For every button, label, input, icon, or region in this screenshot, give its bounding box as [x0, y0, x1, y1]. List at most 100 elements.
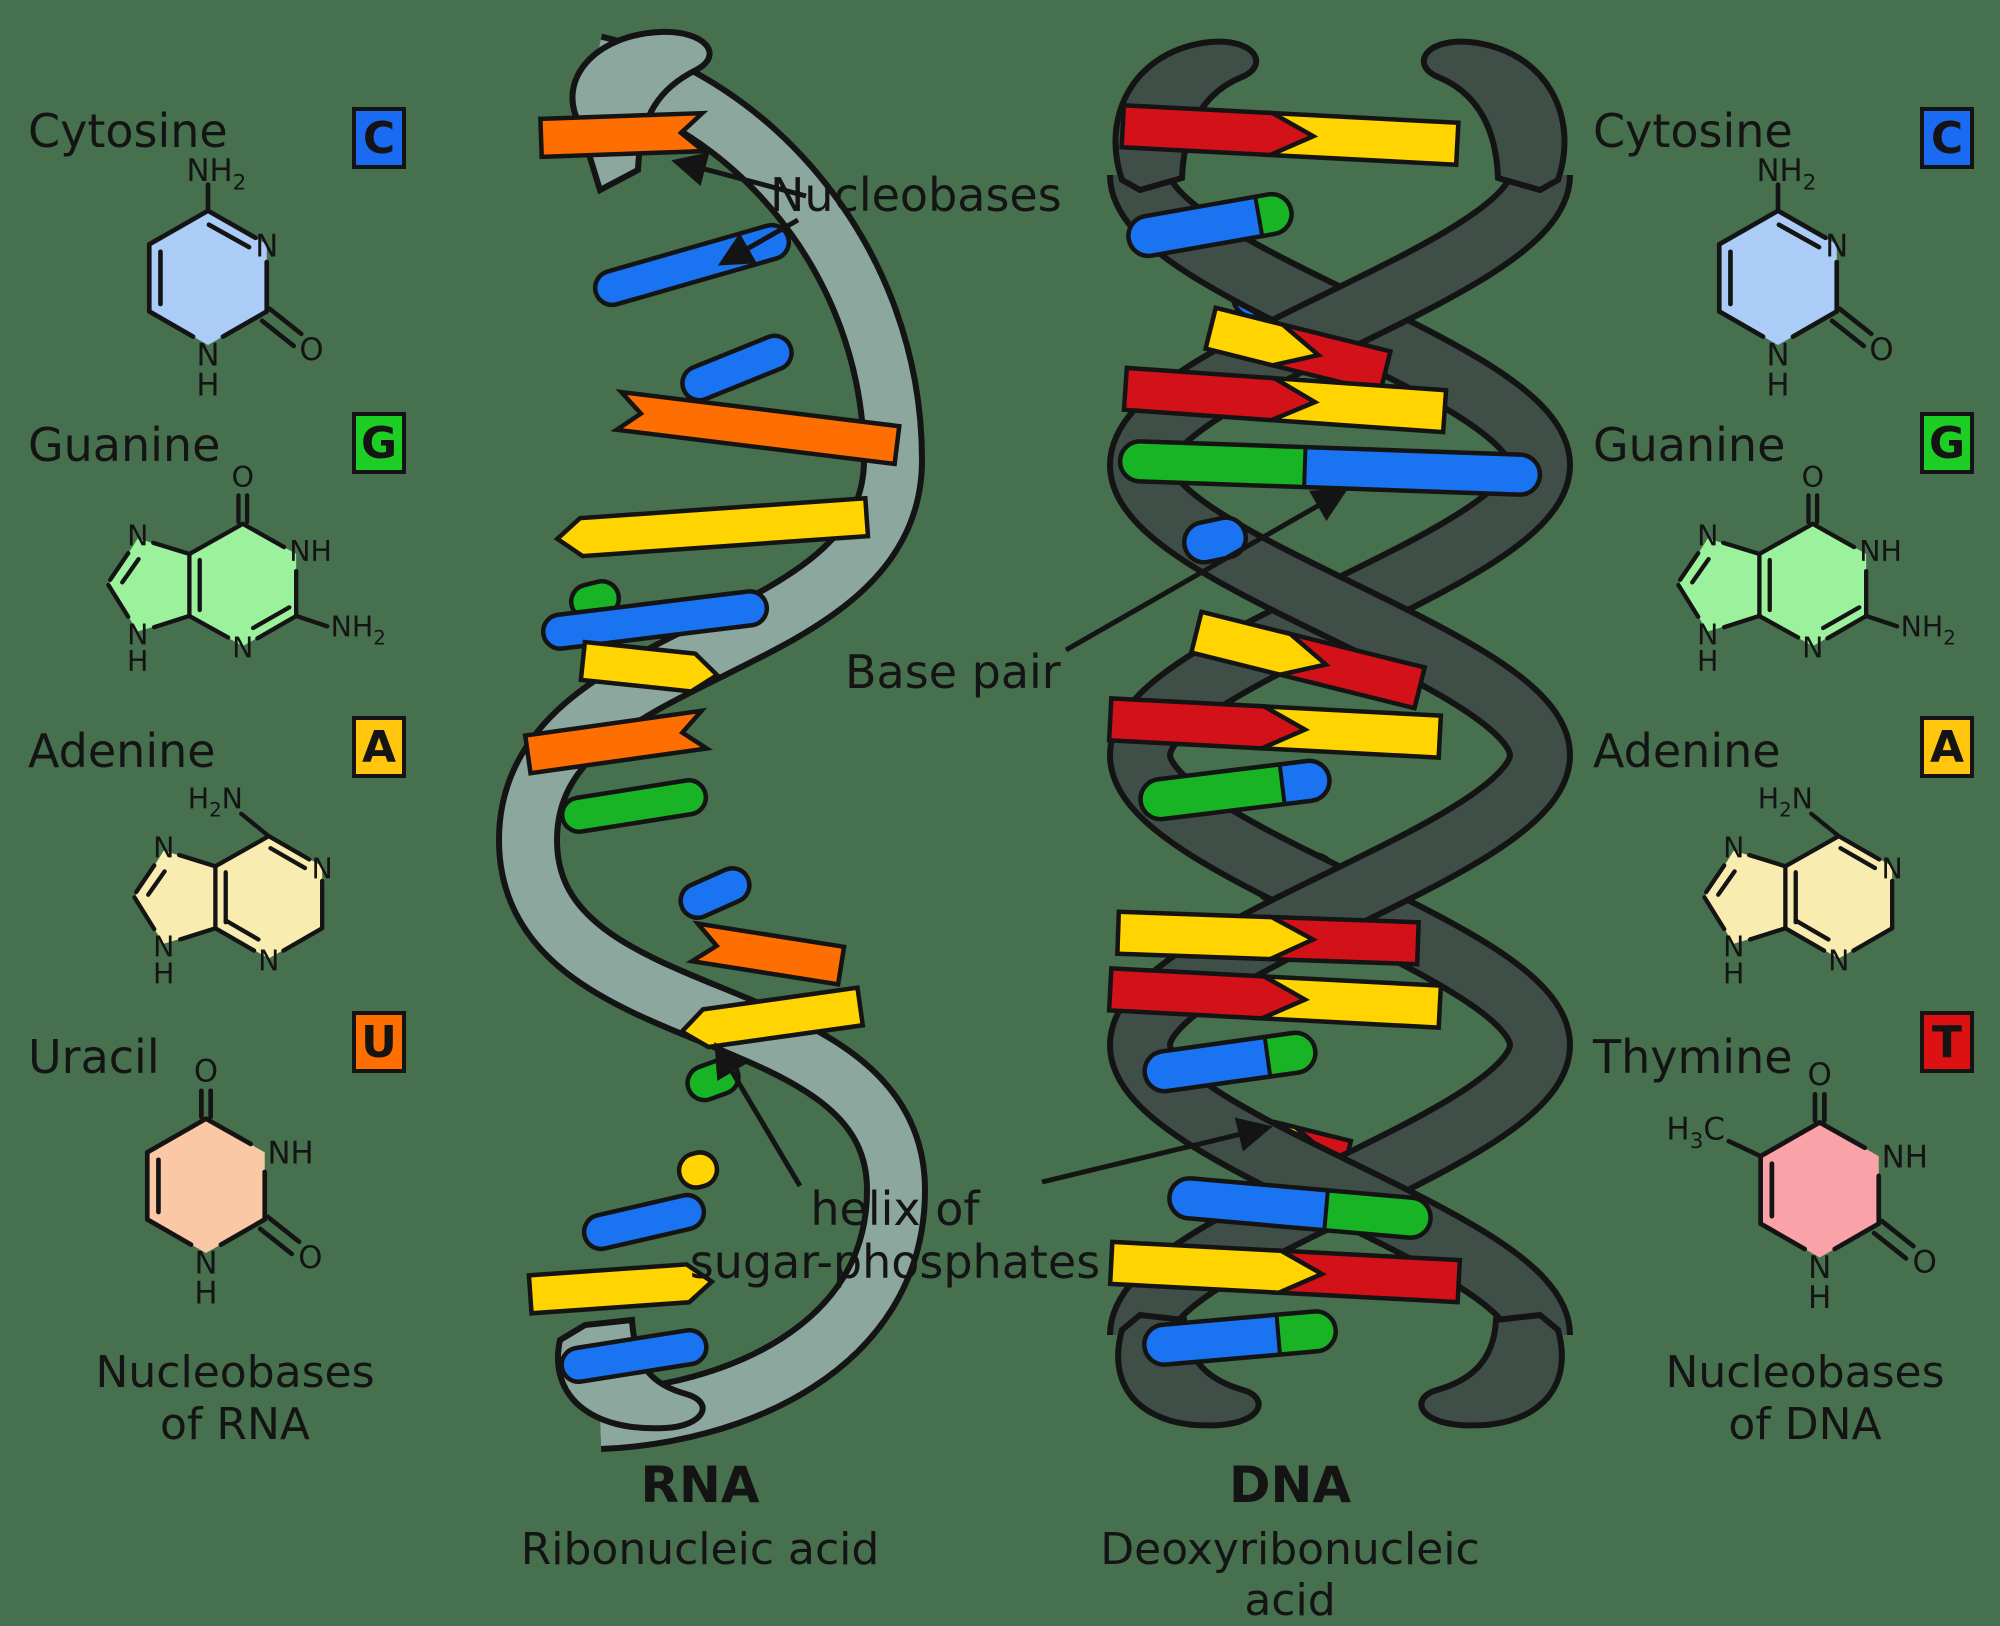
atom-label-n: N [1808, 1250, 1831, 1286]
atom-label-nh: NH [1859, 535, 1902, 568]
base-name-guanine-right: Guanine [1593, 418, 1786, 472]
base-name-cytosine-left: Cytosine [28, 104, 228, 158]
dna-base-pair-red-yellow [1106, 966, 1444, 1030]
label-helix-sugar-phosphates: helix of sugar-phosphates [675, 1183, 1115, 1289]
atom-label-nh: NH [1882, 1139, 1928, 1175]
atom-label-o: O [1913, 1244, 1937, 1280]
atom-label-n: N [1697, 618, 1718, 651]
atom-label-n: N [1882, 852, 1903, 885]
caption-line: Nucleobases [95, 1347, 375, 1398]
rna-base-blue [678, 866, 752, 920]
cytosine-bonds [146, 182, 304, 349]
atom-label-n: N [127, 618, 148, 651]
atom-label-amine: H2N [188, 783, 243, 822]
badge-g-left: G [352, 412, 406, 474]
atom-label-n: N [258, 944, 279, 977]
label-nucleobases: Nucleobases [770, 168, 1062, 222]
rna-base-yellow [678, 985, 866, 1050]
rna-bases [522, 110, 902, 1385]
rna-ribbon [501, 39, 923, 1446]
dna-strand-2-bottom-curl [1418, 1311, 1565, 1429]
rna-subtitle: Ribonucleic acid [520, 1524, 880, 1575]
adenine-structure-right: H2N N N N N H [1702, 783, 1903, 990]
dna-strand-1 [1112, 170, 1568, 1340]
guanine-ring [1759, 523, 1867, 647]
badge-c-right: C [1920, 107, 1974, 169]
dna-base-pair-green-blue [1138, 758, 1332, 822]
base-name-adenine-left: Adenine [28, 724, 216, 778]
atom-label-n: N [127, 519, 148, 552]
atom-label-o: O [1802, 461, 1824, 494]
atom-label-n: N [194, 1246, 217, 1282]
atom-label-o: O [194, 1053, 218, 1089]
atom-label-amine: NH2 [331, 611, 386, 650]
guanine-structure-left: O NH NH2 N N N H [106, 461, 386, 678]
adenine-ring [215, 836, 323, 959]
atom-label-nh: NH [268, 1136, 314, 1172]
rna-title: RNA [640, 1456, 760, 1514]
atom-label-o: O [298, 1240, 322, 1276]
rna-base-green [685, 1057, 741, 1103]
atom-label-h: H [194, 1275, 217, 1311]
badge-a-right: A [1920, 716, 1974, 778]
badge-letter: C [362, 112, 396, 164]
base-name-uracil-left: Uracil [28, 1030, 160, 1084]
dna-pairs [1106, 102, 1543, 1367]
badge-letter: A [361, 721, 397, 773]
rna-base-blue [592, 222, 792, 308]
label-base-pair: Base pair [845, 645, 1061, 699]
atom-label-h: H [1697, 645, 1718, 678]
atom-label-h: H [153, 957, 174, 990]
dna-strand-2-top-curl [1420, 38, 1568, 194]
badge-a-left: A [352, 716, 406, 778]
base-name-guanine-left: Guanine [28, 418, 221, 472]
atom-label-n: N [153, 832, 174, 865]
atom-label-o: O [299, 332, 323, 368]
atom-label-n: N [1723, 931, 1744, 964]
guanine-ring [1678, 538, 1760, 632]
cytosine-structure-right: NH2 N O N H [1716, 153, 1894, 403]
uracil-ring [147, 1118, 265, 1254]
atom-label-n: N [255, 228, 278, 264]
badge-letter: T [1931, 1016, 1962, 1068]
atom-label-n: N [1828, 944, 1849, 977]
atom-label-h: H [196, 367, 219, 403]
rna-base-orange [538, 110, 710, 160]
atom-label-o: O [1869, 332, 1893, 368]
dna-base-pair-red-yellow [1106, 696, 1444, 760]
rna-base-yellow [578, 639, 721, 694]
atom-label-amine: NH2 [1901, 611, 1956, 650]
atom-label-n: N [1723, 832, 1744, 865]
atom-label-h: H [1808, 1280, 1831, 1316]
adenine-bonds [132, 811, 325, 953]
atom-label-n: N [196, 338, 219, 374]
dna-title: DNA [1228, 1456, 1352, 1514]
rna-base-orange [522, 707, 714, 776]
dna-helix [1106, 38, 1574, 1429]
atom-label-nh: NH [289, 535, 332, 568]
atom-label-h: H [127, 645, 148, 678]
atom-label-n: N [1802, 631, 1823, 664]
cytosine-structure-left: NH2 N O N H [146, 153, 324, 403]
caption-nucleobases-rna: Nucleobases of RNA [35, 1347, 435, 1451]
atom-label-amine: NH2 [187, 153, 247, 195]
atom-label-methyl: H3C [1666, 1111, 1725, 1153]
cytosine-bonds [1716, 182, 1874, 349]
atom-label-amine: NH2 [1757, 153, 1817, 195]
adenine-ring [1704, 850, 1786, 944]
dna-base-pair-green-blue [1117, 439, 1543, 497]
atom-label-n: N [153, 931, 174, 964]
rna-base-green [559, 778, 709, 834]
dna-base-pair-yellow-red [1107, 1239, 1463, 1305]
caption-nucleobases-dna: Nucleobases of DNA [1605, 1347, 2000, 1451]
thymine-ring [1760, 1122, 1879, 1258]
thymine-bonds [1726, 1091, 1916, 1261]
adenine-ring [134, 850, 216, 944]
badge-g-right: G [1920, 412, 1974, 474]
caption-line: Nucleobases [1665, 1347, 1945, 1398]
dna-base-pair-blue-green [1142, 1309, 1338, 1367]
rna-base-blue [559, 1327, 709, 1385]
uracil-structure-left: O NH O N H [144, 1053, 323, 1311]
base-name-cytosine-right: Cytosine [1593, 104, 1793, 158]
